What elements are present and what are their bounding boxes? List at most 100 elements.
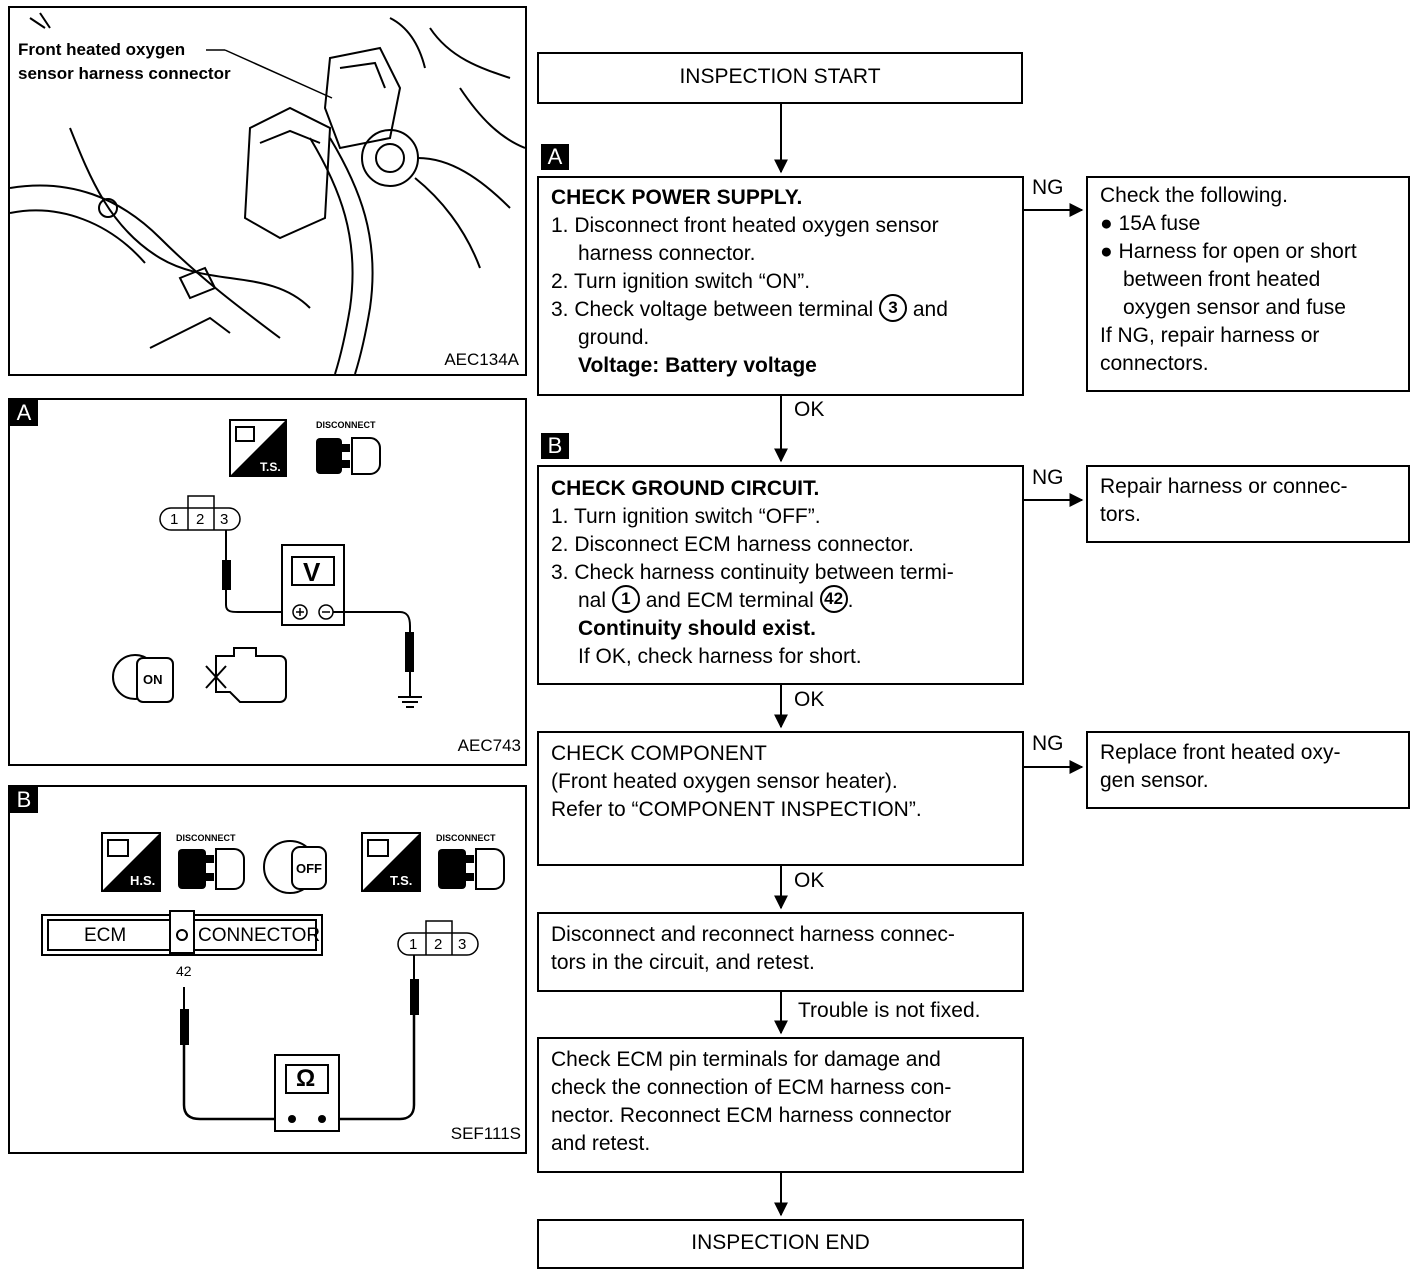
step1-ng-bullet2a: Harness for open or short [1118, 240, 1357, 263]
step3-ng-line1: Replace front heated oxy- [1100, 741, 1341, 764]
step3-line2: (Front heated oxygen sensor heater). [551, 770, 898, 793]
check-component-box: CHECK COMPONENT (Front heated oxygen sen… [537, 731, 1024, 866]
hs-icon [101, 832, 161, 892]
step5-line1: Check ECM pin terminals for damage and [551, 1048, 941, 1071]
engine-illustration [10, 12, 525, 374]
step4-line2: tors in the circuit, and retest. [551, 951, 815, 974]
ok-label-1: OK [794, 398, 825, 421]
disconnect-icon [316, 437, 381, 475]
step1-ng-bullet1-row: ● 15A fuse [1100, 212, 1201, 235]
step3-line3: Refer to “COMPONENT INSPECTION”. [551, 798, 922, 821]
step2-item3b-pre: nal [578, 589, 607, 612]
ng-label-2: NG [1032, 466, 1064, 489]
step2-title: CHECK GROUND CIRCUIT. [551, 477, 820, 500]
step1-ng-box: Check the following. ● 15A fuse ● Harnes… [1086, 176, 1410, 392]
ohmmeter-symbol: Ω [296, 1065, 316, 1092]
step1-ng-bullet2-row: ● Harness for open or short [1100, 240, 1357, 263]
photo-callout-line2: sensor harness connector [18, 64, 231, 83]
inspection-start-label: INSPECTION START [679, 65, 881, 88]
ignition-key-off-icon [263, 840, 327, 894]
step3-ng-box: Replace front heated oxy- gen sensor. [1086, 731, 1410, 809]
panel-a-ts-label: T.S. [260, 460, 281, 474]
step5-line4: and retest. [551, 1132, 651, 1155]
step1-item1b: harness connector. [578, 242, 756, 265]
panel-a-pin-1: 1 [170, 511, 179, 528]
key-on-label: ON [143, 672, 163, 687]
photo-callout-line1: Front heated oxygen [18, 40, 186, 59]
step1-ng-line1: Check the following. [1100, 184, 1288, 207]
step1-item3b: ground. [578, 326, 650, 349]
panel-b-disconnect-label-1: DISCONNECT [176, 833, 236, 843]
panel-b-wiring [41, 832, 505, 1132]
not-fixed-label: Trouble is not fixed. [798, 999, 981, 1022]
engine-icon [205, 647, 287, 703]
ignition-key-icon [112, 654, 174, 703]
step1-title: CHECK POWER SUPPLY. [551, 186, 803, 209]
panel-a-disconnect-label: DISCONNECT [316, 420, 376, 430]
step1-ng-line6: connectors. [1100, 352, 1209, 375]
ohmmeter [274, 1054, 340, 1132]
panel-a: A [8, 398, 527, 766]
panel-b-disconnect-label-2: DISCONNECT [436, 833, 496, 843]
panel-b-figure-code: SEF111S [450, 1124, 521, 1143]
step4-line1: Disconnect and reconnect harness connec- [551, 923, 955, 946]
panel-a-pin-2: 2 [196, 511, 205, 528]
engine-photo-panel: Front heated oxygen sensor harness conne… [8, 6, 527, 376]
step1-item3a: 3. Check voltage between terminal [551, 298, 874, 321]
step1-item1a: 1. Disconnect front heated oxygen sensor [551, 214, 939, 237]
panel-b-ts-label: T.S. [390, 873, 413, 888]
step1-spec: Voltage: Battery voltage [578, 354, 817, 377]
step2-spec: Continuity should exist. [578, 617, 817, 640]
step1-ng-bullet2c: oxygen sensor and fuse [1123, 296, 1346, 319]
ts-icon [229, 419, 287, 477]
ok-label-2: OK [794, 688, 825, 711]
inspection-start-box: INSPECTION START [537, 52, 1023, 104]
step2-item1: 1. Turn ignition switch “OFF”. [551, 505, 821, 528]
step2-item2: 2. Disconnect ECM harness connector. [551, 533, 915, 556]
step1-item2: 2. Turn ignition switch “ON”. [551, 270, 811, 293]
step1-item3a-row: 3. Check voltage between terminal 3 and [551, 294, 1022, 324]
flow-marker-a: A [541, 144, 569, 170]
step3-ng-line2: gen sensor. [1100, 769, 1209, 792]
panel-b-connector [397, 920, 479, 956]
ng-label-3: NG [1032, 732, 1064, 755]
panel-a-pin-3: 3 [220, 511, 229, 528]
step5-line2: check the connection of ECM harness con- [551, 1076, 952, 1099]
check-ecm-pins-box: Check ECM pin terminals for damage and c… [537, 1037, 1024, 1173]
ts-icon-b [361, 832, 421, 892]
panel-b-pin-1: 1 [409, 936, 418, 953]
ecm-connector [41, 910, 323, 956]
step2-note: If OK, check harness for short. [578, 645, 862, 668]
panel-a-connector [159, 495, 241, 531]
inspection-end-box: INSPECTION END [537, 1219, 1024, 1269]
step1-ng-line5: If NG, repair harness or [1100, 324, 1320, 347]
terminal-1-badge: 1 [611, 585, 640, 614]
step2-item3b-row: nal 1 and ECM terminal 42. [551, 585, 1022, 615]
photo-figure-code: AEC134A [444, 350, 519, 369]
step2-item3b-mid: and ECM terminal [645, 589, 814, 612]
panel-a-wiring [112, 419, 422, 708]
step1-item3a-end: and [912, 298, 948, 321]
voltmeter-symbol: V [303, 557, 321, 587]
panel-b-pin-2: 2 [434, 936, 443, 953]
panel-b-pin-3: 3 [458, 936, 467, 953]
check-ground-circuit-box: CHECK GROUND CIRCUIT. 1. Turn ignition s… [537, 465, 1024, 685]
terminal-3-badge: 3 [879, 294, 908, 323]
panel-b-marker: B [10, 787, 38, 813]
terminal-42-badge: 42 [819, 585, 848, 614]
inspection-end-label: INSPECTION END [691, 1231, 870, 1254]
disconnect-icon-2 [438, 848, 505, 890]
ground-icon [398, 696, 422, 708]
panel-a-figure-code: AEC743 [457, 736, 521, 755]
check-power-supply-box: CHECK POWER SUPPLY. 1. Disconnect front … [537, 176, 1024, 396]
step2-ng-line1: Repair harness or connec- [1100, 475, 1348, 498]
ng-label-1: NG [1032, 176, 1064, 199]
key-off-label: OFF [296, 861, 322, 876]
flow-marker-b: B [541, 433, 569, 459]
panel-a-marker: A [10, 400, 38, 426]
step2-ng-box: Repair harness or connec- tors. [1086, 465, 1410, 543]
step2-ng-line2: tors. [1100, 503, 1141, 526]
step1-ng-bullet2b: between front heated [1123, 268, 1321, 291]
ecm-pin-number: 42 [176, 963, 192, 979]
step3-line1: CHECK COMPONENT [551, 742, 767, 765]
